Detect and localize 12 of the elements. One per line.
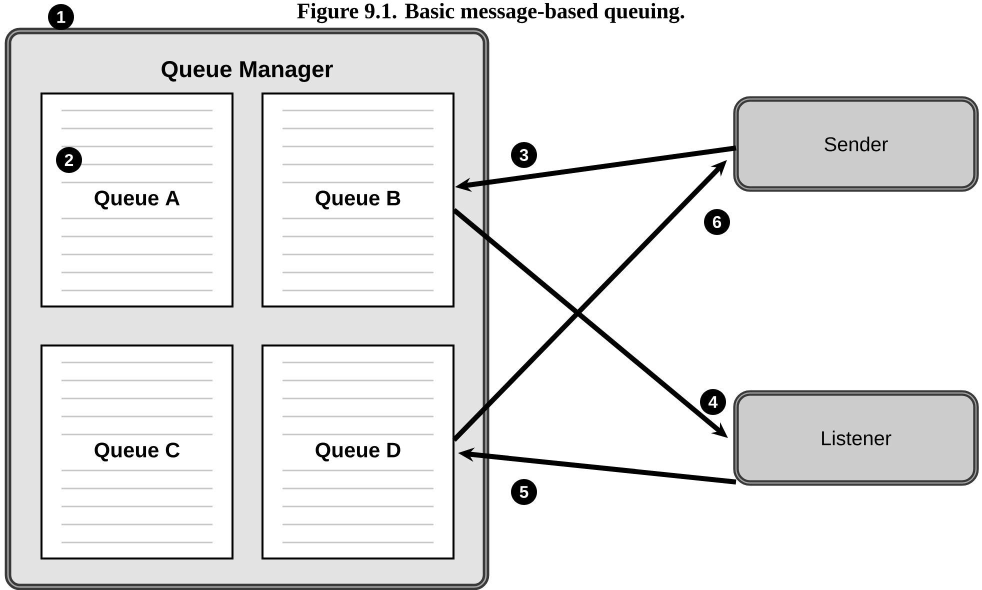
callout-number: 1 <box>48 4 74 30</box>
queue-box: Queue C <box>40 344 234 560</box>
callout-number: 5 <box>511 479 537 505</box>
queue-box: Queue D <box>262 344 454 560</box>
callout-number: 4 <box>700 389 726 415</box>
callout-number: 3 <box>511 142 537 168</box>
figure-title: Figure 9.1. Basic message-based queuing. <box>297 2 684 24</box>
component-box: Sender <box>733 96 979 192</box>
component-box: Listener <box>733 390 979 486</box>
queue-box: Queue B <box>262 92 454 308</box>
callout-number: 6 <box>704 209 730 235</box>
callout-number: 2 <box>56 147 82 173</box>
